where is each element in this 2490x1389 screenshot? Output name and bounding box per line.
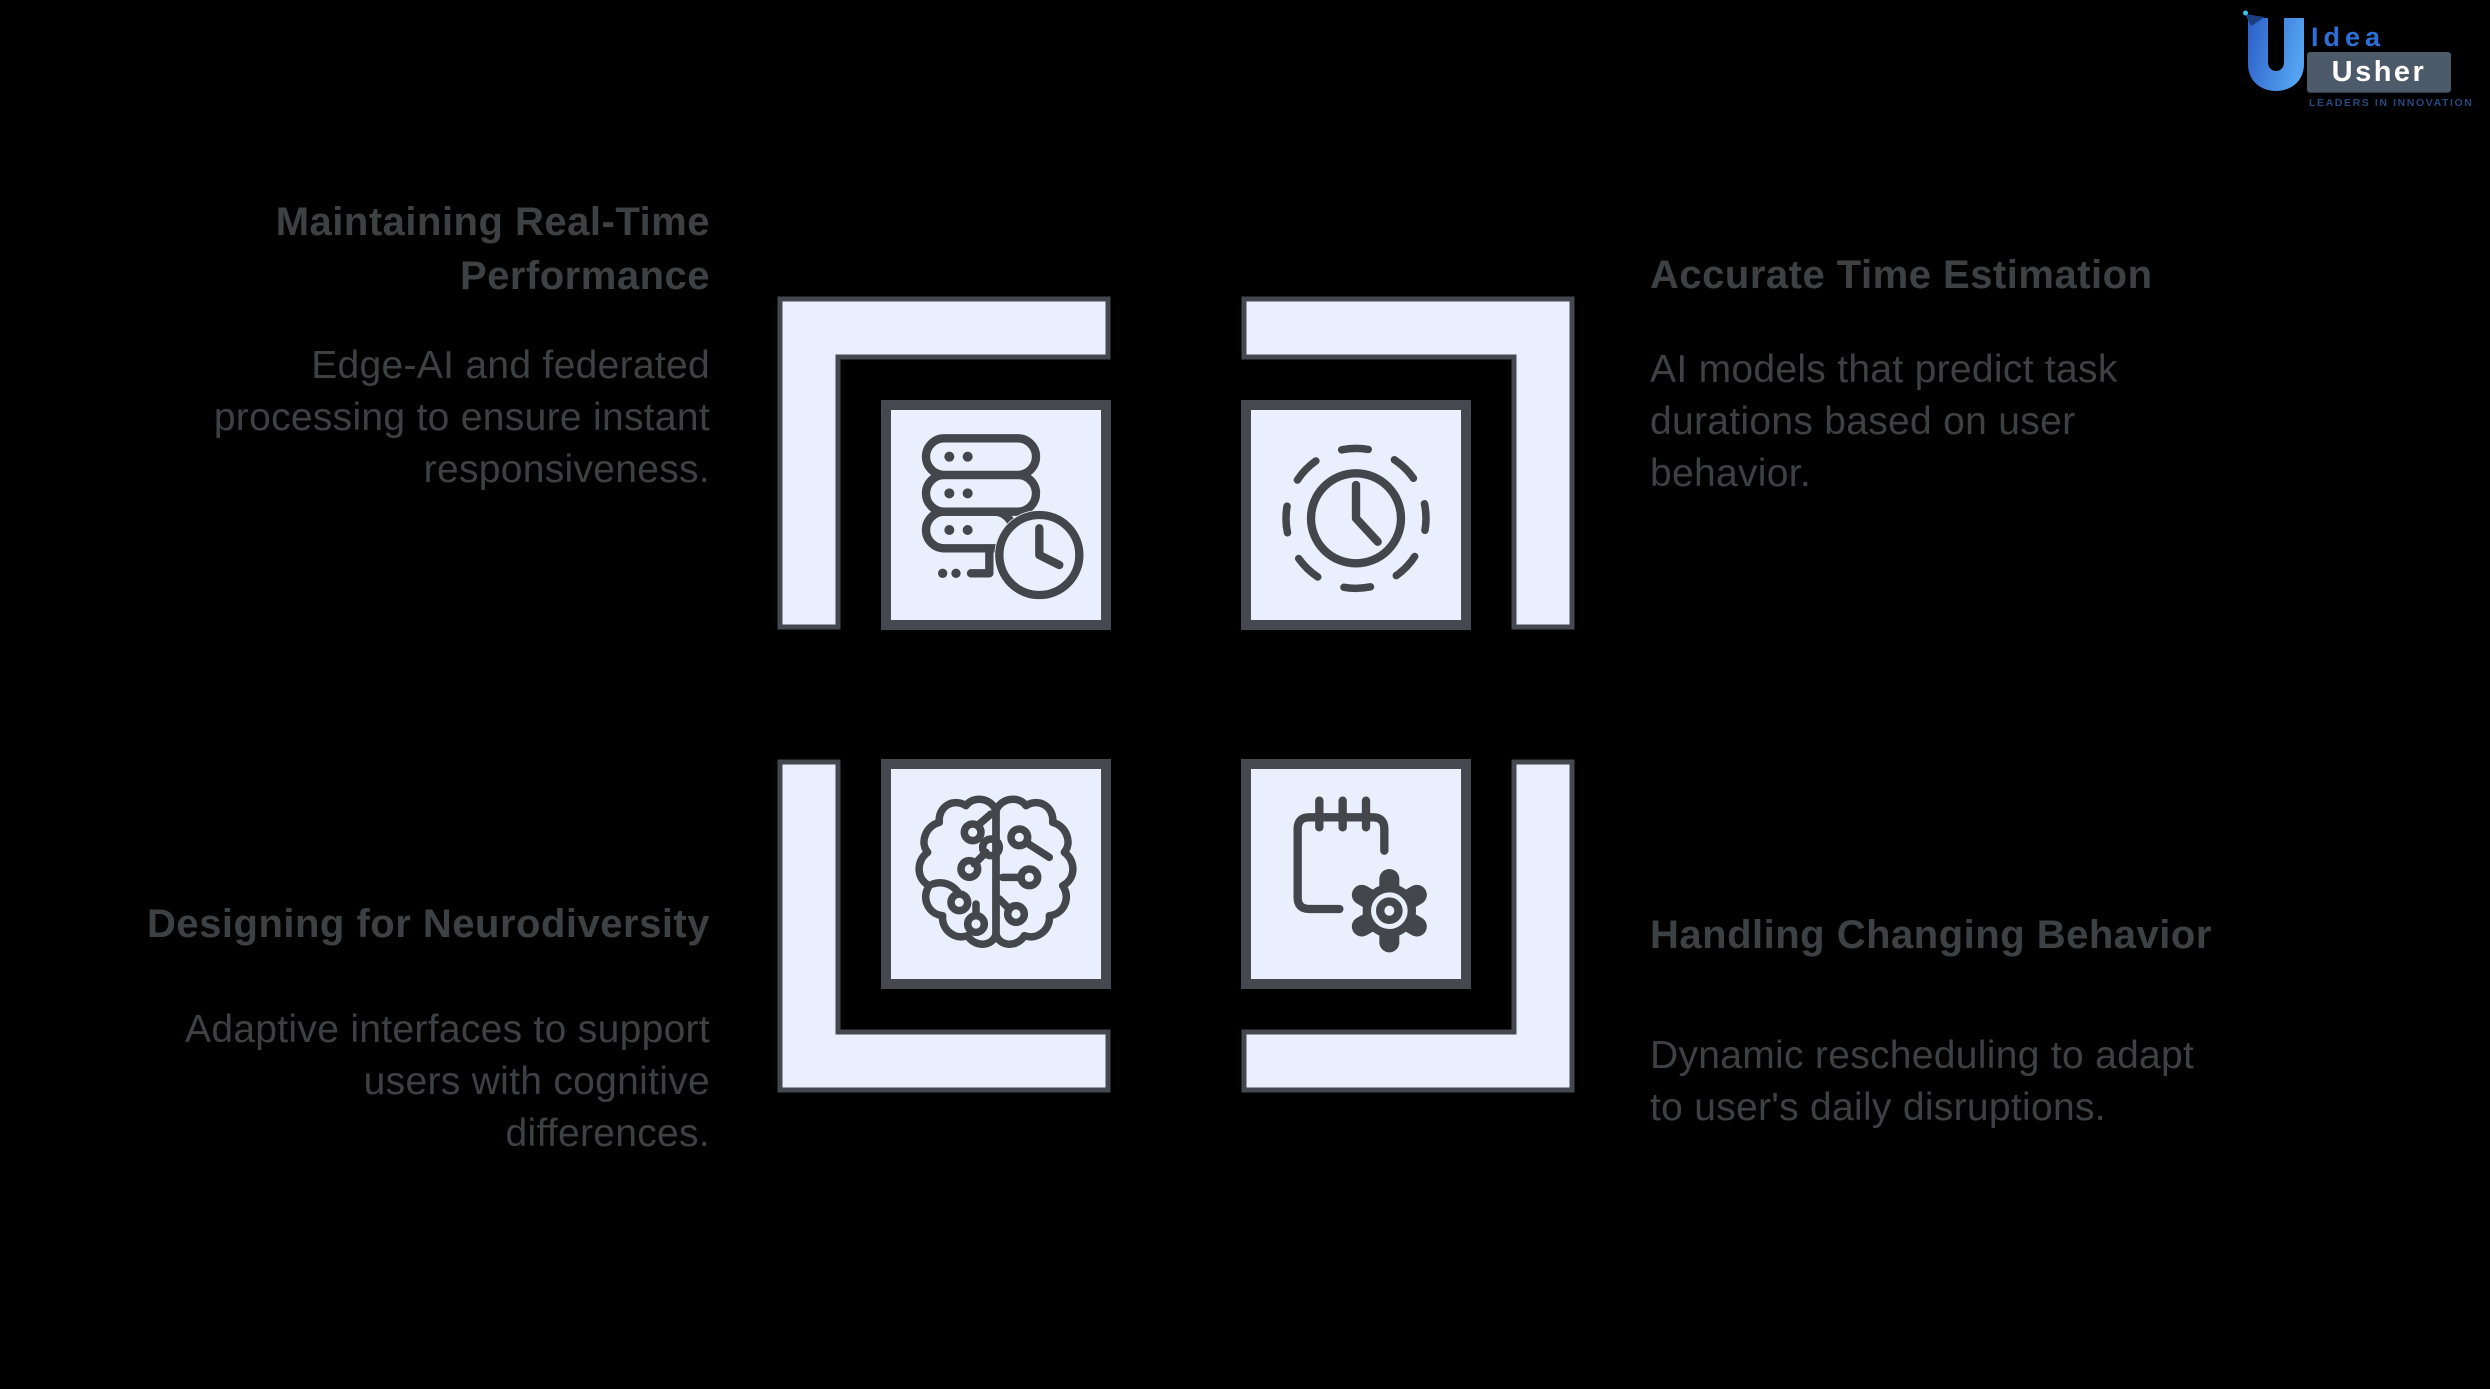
description-line: Adaptive interfaces to support [185,1008,710,1051]
logo-brand-bottom: Usher [2331,55,2427,88]
tile-group-bottom-right [1241,759,1575,1093]
calendar-gear-icon [1293,796,1435,956]
corner-frame [1241,296,1575,630]
corner-frame [777,759,1111,1093]
logo-brand-box: Usher [2307,52,2451,92]
logo-brand-top: Idea [2311,22,2386,52]
title-line: Accurate Time Estimation [1650,253,2153,297]
brain-circuit-icon [896,774,1096,974]
icon-tile [1241,759,1471,989]
tile-group-bottom-left [777,759,1111,1093]
icon-tile [881,400,1111,630]
description-line: users with cognitive [363,1060,710,1103]
feature-title-accurate-time-estimation: Accurate Time Estimation [1650,248,2153,302]
clock-icon [1282,444,1430,593]
description-line: to user's daily disruptions. [1650,1086,2106,1129]
icon-tile [1241,400,1471,630]
feature-description-accurate-time-estimation: AI models that predict task durations ba… [1650,344,2118,500]
description-line: Edge-AI and federated [311,344,710,387]
feature-title-handling-changing-behavior: Handling Changing Behavior [1650,908,2212,962]
feature-title-maintaining-real-time: Maintaining Real-Time Performance [276,195,710,303]
description-line: differences. [505,1112,710,1155]
description-line: Dynamic rescheduling to adapt [1650,1034,2195,1077]
description-line: AI models that predict task [1650,348,2118,391]
logo-u-icon [2243,10,2304,91]
corner-frame [777,296,1111,630]
description-line: processing to ensure instant [213,396,710,439]
title-line: Designing for Neurodiversity [147,902,710,946]
description-line: durations based on user [1650,400,2076,443]
logo-tagline: LEADERS IN INNOVATION [2309,97,2474,109]
title-line: Performance [459,254,710,298]
feature-description-maintaining-real-time: Edge-AI and federated processing to ensu… [214,340,710,496]
tile-group-top-left [777,296,1111,630]
description-line: behavior. [1650,452,1811,495]
feature-description-handling-changing-behavior: Dynamic rescheduling to adapt to user's … [1650,1030,2194,1134]
corner-frame [1241,759,1575,1093]
feature-title-designing-for-neurodiversity: Designing for Neurodiversity [147,897,710,951]
tile-group-top-right [1241,296,1575,630]
title-line: Maintaining Real-Time [275,200,710,244]
idea-usher-logo: Idea Usher LEADERS IN INNOVATION [2243,8,2489,110]
feature-description-designing-for-neurodiversity: Adaptive interfaces to support users wit… [185,1004,710,1160]
server-clock-icon [921,434,1085,600]
icon-tile [881,759,1111,989]
title-line: Handling Changing Behavior [1650,913,2212,957]
description-line: responsiveness. [423,448,710,491]
